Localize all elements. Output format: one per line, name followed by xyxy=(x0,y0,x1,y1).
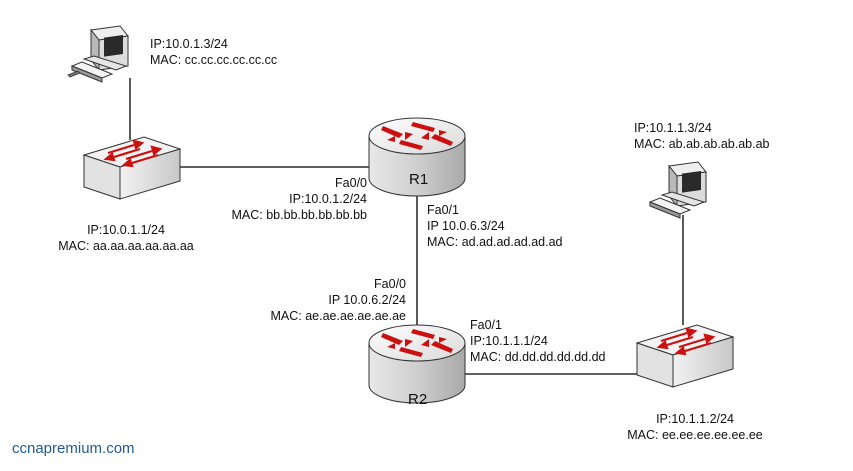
interface-mac: MAC: dd.dd.dd.dd.dd.dd xyxy=(470,350,606,364)
host-mac: MAC: cc.cc.cc.cc.cc.cc xyxy=(150,53,278,67)
switch-mac: MAC: aa.aa.aa.aa.aa.aa xyxy=(58,239,194,253)
host-mac: MAC: ab.ab.ab.ab.ab.ab xyxy=(634,137,770,151)
switch-mac: MAC: ee.ee.ee.ee.ee.ee xyxy=(627,428,763,442)
interface-name: Fa0/1 xyxy=(470,318,502,332)
switch-icon xyxy=(635,324,735,388)
r2-fa01-label: Fa0/1 IP:10.1.1.1/24 MAC: dd.dd.dd.dd.dd… xyxy=(470,317,606,365)
interface-mac: MAC: bb.bb.bb.bb.bb.bb xyxy=(231,208,367,222)
interface-ip: IP:10.1.1.1/24 xyxy=(470,334,548,348)
desktop-computer-icon xyxy=(648,161,707,219)
host-right-label: IP:10.1.1.3/24 MAC: ab.ab.ab.ab.ab.ab xyxy=(634,120,770,152)
switch-left-label: IP:10.0.1.1/24 MAC: aa.aa.aa.aa.aa.aa xyxy=(46,222,206,254)
interface-ip: IP 10.0.6.3/24 xyxy=(427,219,505,233)
interface-name: Fa0/0 xyxy=(374,277,406,291)
router-name: R2 xyxy=(408,391,427,408)
interface-ip: IP 10.0.6.2/24 xyxy=(328,293,406,307)
r1-fa00-label: Fa0/0 IP:10.0.1.2/24 MAC: bb.bb.bb.bb.bb… xyxy=(190,175,367,223)
interface-ip: IP:10.0.1.2/24 xyxy=(289,192,367,206)
r2-fa00-label: Fa0/0 IP 10.0.6.2/24 MAC: ae.ae.ae.ae.ae… xyxy=(230,276,406,324)
switch-ip: IP:10.1.1.2/24 xyxy=(656,412,734,426)
router-icon: R2 xyxy=(368,324,466,408)
desktop-computer-icon xyxy=(67,25,129,83)
host-left-label: IP:10.0.1.3/24 MAC: cc.cc.cc.cc.cc.cc xyxy=(150,36,277,68)
switch-right-label: IP:10.1.1.2/24 MAC: ee.ee.ee.ee.ee.ee xyxy=(610,411,780,443)
host-ip: IP:10.0.1.3/24 xyxy=(150,37,228,51)
host-ip: IP:10.1.1.3/24 xyxy=(634,121,712,135)
interface-name: Fa0/1 xyxy=(427,203,459,217)
r1-fa01-label: Fa0/1 IP 10.0.6.3/24 MAC: ad.ad.ad.ad.ad… xyxy=(427,202,563,250)
watermark-text: ccnapremium.com xyxy=(12,440,135,457)
router-name: R1 xyxy=(409,171,428,188)
interface-mac: MAC: ad.ad.ad.ad.ad.ad xyxy=(427,235,563,249)
interface-name: Fa0/0 xyxy=(335,176,367,190)
router-icon: R1 xyxy=(368,117,466,197)
interface-mac: MAC: ae.ae.ae.ae.ae.ae xyxy=(270,309,406,323)
switch-ip: IP:10.0.1.1/24 xyxy=(87,223,165,237)
switch-icon xyxy=(82,136,182,200)
